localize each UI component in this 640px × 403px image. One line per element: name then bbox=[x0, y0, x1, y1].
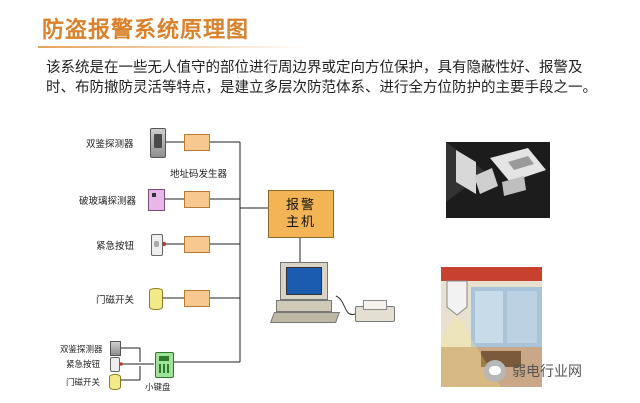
device-label-emergency: 紧急按钮 bbox=[96, 241, 135, 252]
address-box-4 bbox=[184, 290, 210, 307]
alarm-host-line1: 报警 bbox=[285, 198, 316, 213]
keypad-device-label-emergency: 紧急按钮 bbox=[66, 360, 101, 370]
dual-detector-icon bbox=[110, 341, 121, 356]
glass-break-detector-icon bbox=[148, 189, 165, 211]
computer-icon bbox=[269, 262, 341, 324]
printer-icon bbox=[355, 300, 395, 322]
address-box-3 bbox=[184, 236, 210, 253]
keypad-icon bbox=[155, 352, 174, 378]
alarm-host-box: 报警 主机 bbox=[268, 190, 334, 238]
device-label-door-magnet: 门磁开关 bbox=[96, 295, 135, 306]
dual-detector-icon bbox=[150, 128, 166, 158]
keypad-device-label-dual: 双鉴探测器 bbox=[60, 345, 103, 355]
address-box-1 bbox=[184, 134, 210, 151]
device-label-dual-detector: 双鉴探测器 bbox=[86, 139, 134, 150]
title-underline bbox=[38, 46, 308, 48]
address-generator-label: 地址码发生器 bbox=[170, 169, 228, 180]
watermark: 弱电行业网 bbox=[484, 360, 582, 382]
emergency-button-icon bbox=[110, 357, 120, 372]
alarm-equipment-photo bbox=[446, 142, 550, 218]
alarm-host-line2: 主机 bbox=[285, 215, 316, 230]
door-magnet-icon bbox=[149, 288, 163, 310]
room-detector-photo bbox=[441, 267, 542, 387]
address-box-2 bbox=[184, 191, 210, 208]
wechat-icon bbox=[484, 360, 506, 382]
keypad-label: 小键盘 bbox=[145, 383, 171, 393]
keypad-device-label-door: 门磁开关 bbox=[66, 378, 101, 388]
page-title: 防盗报警系统原理图 bbox=[42, 17, 250, 43]
watermark-text: 弱电行业网 bbox=[512, 364, 582, 380]
door-magnet-icon bbox=[109, 374, 121, 390]
device-label-glass-break: 破玻璃探测器 bbox=[79, 196, 137, 207]
description-text: 该系统是在一些无人值守的部位进行周边界或定向方位保护，具有隐蔽性好、报警及时、布… bbox=[46, 60, 597, 96]
emergency-button-icon bbox=[151, 234, 163, 256]
